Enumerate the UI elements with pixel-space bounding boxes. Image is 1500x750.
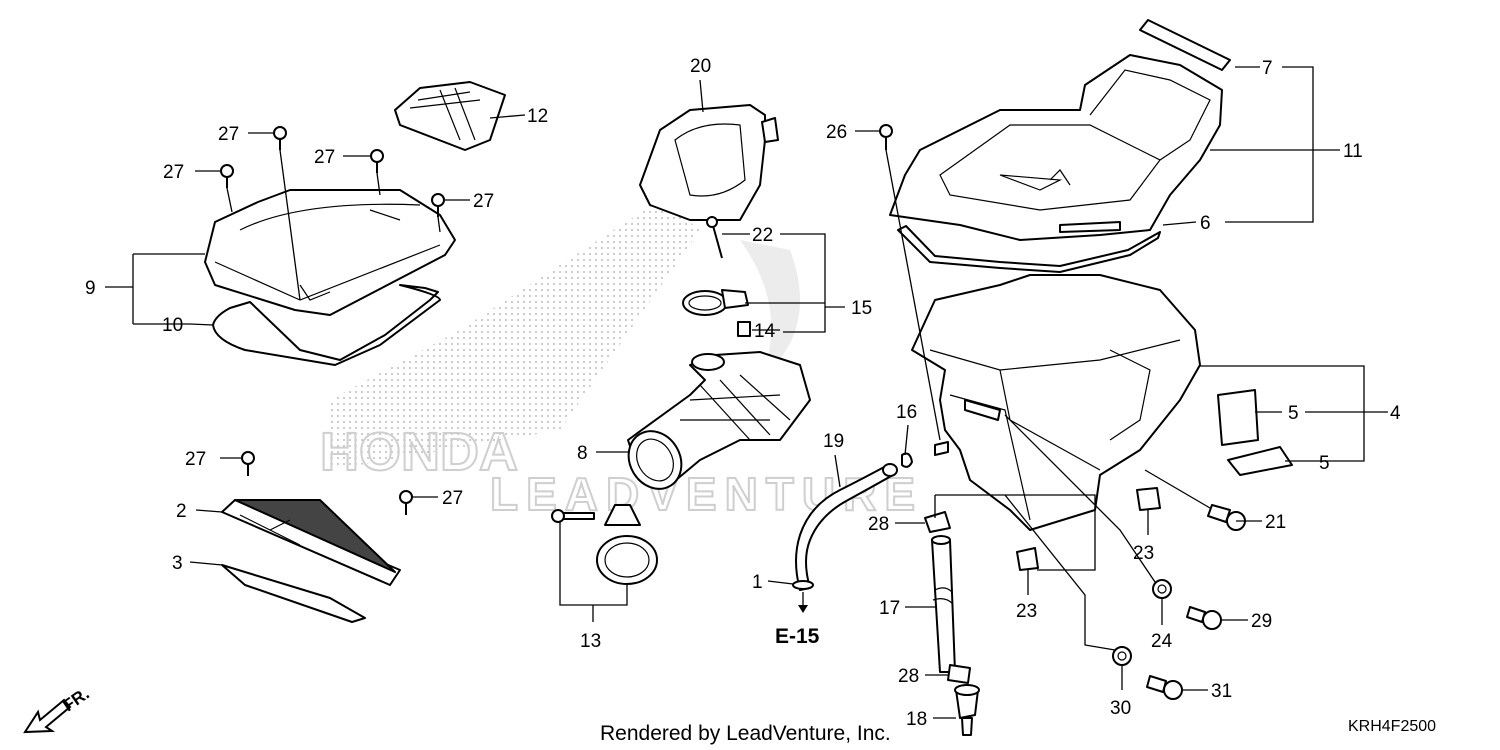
callout-4: 4 bbox=[1390, 403, 1401, 424]
callout-18: 18 bbox=[906, 709, 927, 730]
callout-16: 16 bbox=[896, 402, 917, 423]
callout-27-f: 27 bbox=[442, 488, 463, 509]
bolt-21 bbox=[1207, 504, 1246, 531]
callout-1: 1 bbox=[752, 572, 763, 593]
callout-21: 21 bbox=[1265, 512, 1286, 533]
callout-10: 10 bbox=[162, 315, 183, 336]
lower-case-4 bbox=[911, 274, 1201, 531]
screw-26 bbox=[879, 124, 893, 138]
callout-8: 8 bbox=[577, 443, 588, 464]
watermark-flame bbox=[740, 240, 800, 380]
seal-3 bbox=[221, 564, 366, 623]
callout-27-c: 27 bbox=[163, 162, 184, 183]
rendered-by-text: Rendered by LeadVenture, Inc. bbox=[600, 722, 891, 745]
watermark: HONDA LEADVENTURE bbox=[319, 200, 916, 521]
callout-23-a: 23 bbox=[1133, 543, 1154, 564]
gasket-6 bbox=[897, 225, 1161, 273]
callout-27-d: 27 bbox=[473, 191, 494, 212]
clamp-13 bbox=[551, 504, 658, 585]
callout-7: 7 bbox=[1262, 58, 1273, 79]
callout-26: 26 bbox=[826, 122, 847, 143]
air-cleaner-element-2 bbox=[221, 499, 401, 586]
callout-28-a: 28 bbox=[868, 514, 889, 535]
callout-3: 3 bbox=[172, 553, 183, 574]
screw-27 bbox=[220, 126, 445, 515]
diagram-code: KRH4F2500 bbox=[1348, 718, 1436, 735]
callout-5-a: 5 bbox=[1288, 403, 1299, 424]
callout-12: 12 bbox=[527, 106, 548, 127]
breather-tube-19 bbox=[792, 452, 913, 613]
callout-27-e: 27 bbox=[185, 449, 206, 470]
front-arrow-icon bbox=[23, 698, 72, 734]
callout-19: 19 bbox=[823, 431, 844, 452]
bolt-31 bbox=[1146, 675, 1183, 700]
leader-lines bbox=[105, 66, 1388, 719]
connecting-tube-8 bbox=[627, 351, 811, 490]
callout-11: 11 bbox=[1343, 141, 1363, 162]
reference-label: E-15 bbox=[775, 625, 820, 648]
callout-20: 20 bbox=[690, 56, 711, 77]
callout-30: 30 bbox=[1110, 698, 1131, 719]
callout-22: 22 bbox=[752, 225, 773, 246]
watermark-brand: HONDA bbox=[320, 422, 518, 482]
callout-24: 24 bbox=[1151, 631, 1173, 652]
callout-17: 17 bbox=[879, 598, 900, 619]
callouts: 12 27 27 27 27 9 10 20 22 15 14 8 27 27 … bbox=[85, 56, 1401, 730]
callout-28-b: 28 bbox=[898, 666, 919, 687]
callout-27-a: 27 bbox=[218, 124, 239, 145]
callout-14: 14 bbox=[754, 321, 776, 342]
direction-indicator: FR. bbox=[23, 684, 93, 734]
collar-24 bbox=[1152, 579, 1172, 599]
gasket-10 bbox=[212, 284, 441, 366]
seal-5-upper bbox=[1217, 389, 1259, 446]
callout-2: 2 bbox=[176, 501, 187, 522]
grommet-23-b bbox=[1016, 547, 1039, 571]
upper-case-11 bbox=[889, 19, 1231, 241]
bolt-29 bbox=[1186, 606, 1222, 630]
callout-9: 9 bbox=[85, 278, 96, 299]
callout-5-b: 5 bbox=[1319, 453, 1330, 474]
watermark-wing-logo bbox=[330, 200, 700, 470]
callout-27-b: 27 bbox=[314, 147, 335, 168]
collar-30 bbox=[1112, 646, 1132, 666]
callout-13: 13 bbox=[580, 631, 601, 652]
clamp-15 bbox=[682, 216, 751, 337]
callout-23-b: 23 bbox=[1016, 601, 1037, 622]
callout-31: 31 bbox=[1211, 681, 1232, 702]
air-cleaner-cover-9 bbox=[204, 189, 456, 316]
callout-15: 15 bbox=[851, 298, 872, 319]
drain-tube-17 bbox=[924, 511, 980, 736]
callout-6: 6 bbox=[1200, 213, 1211, 234]
callout-29: 29 bbox=[1251, 611, 1272, 632]
grommet-23-a bbox=[1136, 487, 1161, 511]
seal-5-lower bbox=[1227, 446, 1293, 476]
duct-12 bbox=[394, 81, 506, 151]
pad-20 bbox=[639, 104, 779, 221]
